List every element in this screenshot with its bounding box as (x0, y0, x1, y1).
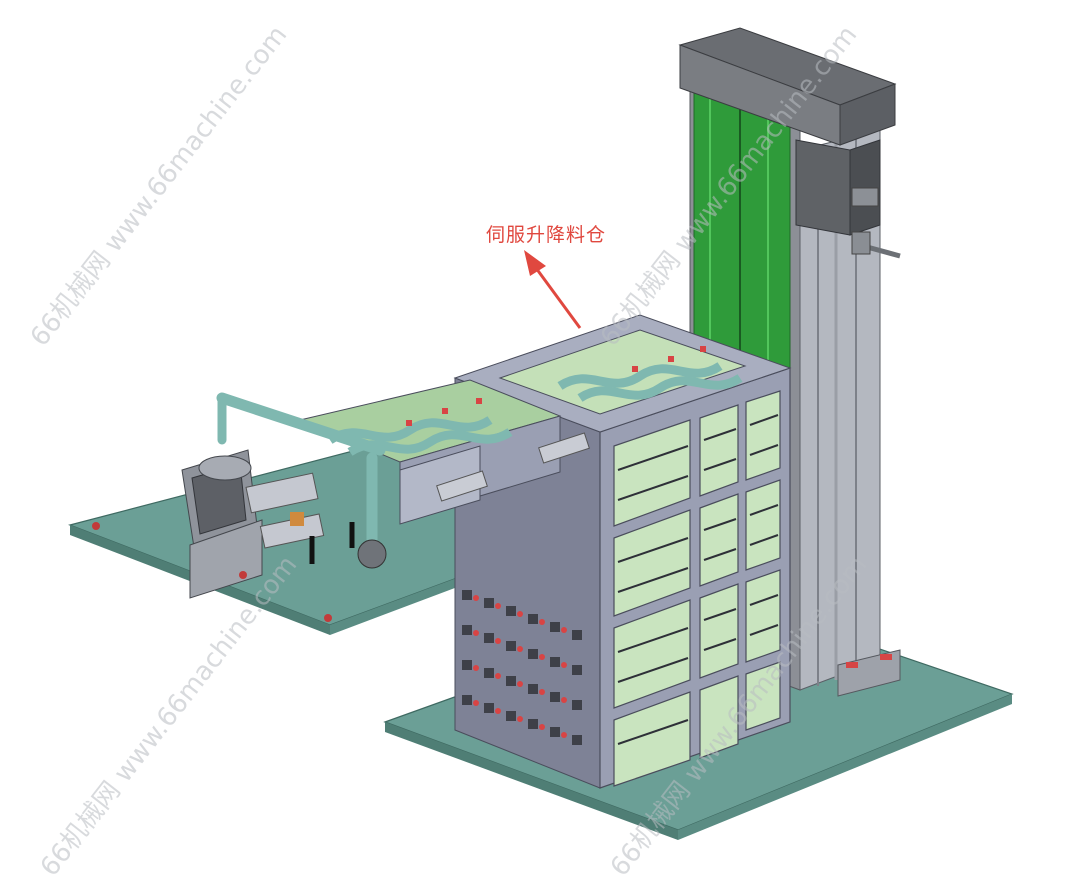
magazine-windows (613, 390, 781, 787)
magazine-slots (617, 414, 779, 745)
machine-render-scene: 伺服升降料仓 66机械网 www.66machine.com 66机械网 www… (25, 20, 1014, 882)
gantry-rails (216, 392, 386, 556)
stacked-fixtures (462, 590, 582, 745)
servo-motor-top (678, 27, 901, 259)
callout-label: 伺服升降料仓 (486, 224, 607, 246)
callout-arrow (524, 250, 582, 329)
left-servo-motor (181, 449, 387, 599)
